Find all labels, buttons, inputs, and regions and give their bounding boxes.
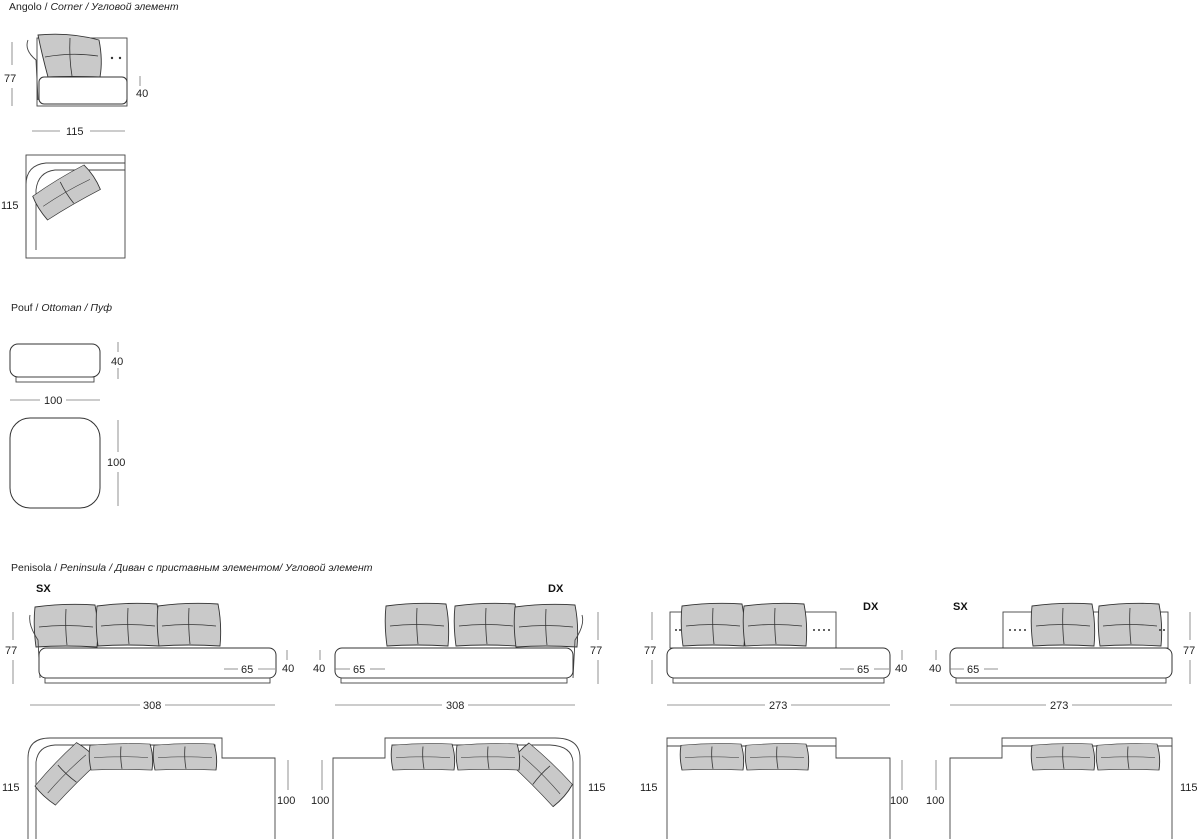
- pouf-width: 100: [44, 395, 62, 407]
- dimension-label: 115: [1180, 782, 1198, 794]
- corner-height: 77: [4, 73, 16, 85]
- dimension-label: 100: [311, 795, 329, 807]
- corner-width: 115: [66, 126, 84, 138]
- variant-label: SX: [953, 601, 968, 613]
- dimension-label: 115: [588, 782, 606, 794]
- dimension-label: 100: [890, 795, 908, 807]
- dimension-label: 100: [926, 795, 944, 807]
- corner-depth: 115: [1, 200, 19, 212]
- dimension-label: 77: [5, 645, 17, 657]
- pouf-title: Pouf / Ottoman / Пуф: [11, 302, 112, 314]
- dimension-label: 273: [769, 700, 787, 712]
- dimension-label: 115: [2, 782, 20, 794]
- peninsula-title: Penisola / Peninsula / Диван с приставны…: [11, 562, 373, 574]
- variant-label: SX: [36, 583, 51, 595]
- dimension-label: 115: [640, 782, 658, 794]
- dimension-label: Corner / Угловой элемент: [50, 1, 178, 13]
- dimension-label: Penisola /: [11, 562, 60, 574]
- peninsula-sx-273: SX 77 40 65 273 115 100: [926, 601, 1198, 839]
- dimension-label: 308: [143, 700, 161, 712]
- dimension-label: Ottoman / Пуф: [41, 302, 112, 314]
- peninsula-dx-308: DX 77 40 65 308 115 100: [311, 583, 606, 839]
- dimension-label: 65: [967, 664, 979, 676]
- dimension-label: Pouf /: [11, 302, 41, 314]
- dimension-label: 65: [857, 664, 869, 676]
- dimension-label: Angolo /: [9, 1, 50, 13]
- dimension-label: 308: [446, 700, 464, 712]
- dimension-label: 40: [313, 663, 325, 675]
- corner-front-view: 77 40 115: [4, 33, 148, 138]
- dimension-label: 77: [644, 645, 656, 657]
- dimension-label: Peninsula / Диван с приставным элементом…: [60, 562, 373, 574]
- dimension-label: 40: [929, 663, 941, 675]
- dimension-label: 77: [1183, 645, 1195, 657]
- pouf-height: 40: [111, 356, 123, 368]
- peninsula-sx-308: SX 77 40 65 308 115 100: [2, 583, 295, 839]
- pouf-front-view: 40 100 100: [9, 342, 125, 509]
- dimension-label: 273: [1050, 700, 1068, 712]
- corner-title: Angolo / Corner / Угловой элемент: [9, 1, 179, 13]
- dimension-label: 40: [282, 663, 294, 675]
- dimension-label: 65: [353, 664, 365, 676]
- dimension-label: 77: [590, 645, 602, 657]
- variant-label: DX: [548, 583, 564, 595]
- peninsula-dx-273: DX 77 40 65 273 115 100: [640, 601, 908, 839]
- dimension-label: 100: [277, 795, 295, 807]
- dimension-label: 40: [895, 663, 907, 675]
- corner-top-view: 115: [1, 154, 126, 259]
- dimension-label: 65: [241, 664, 253, 676]
- variant-label: DX: [863, 601, 879, 613]
- corner-seat-height: 40: [136, 88, 148, 100]
- pouf-depth: 100: [107, 457, 125, 469]
